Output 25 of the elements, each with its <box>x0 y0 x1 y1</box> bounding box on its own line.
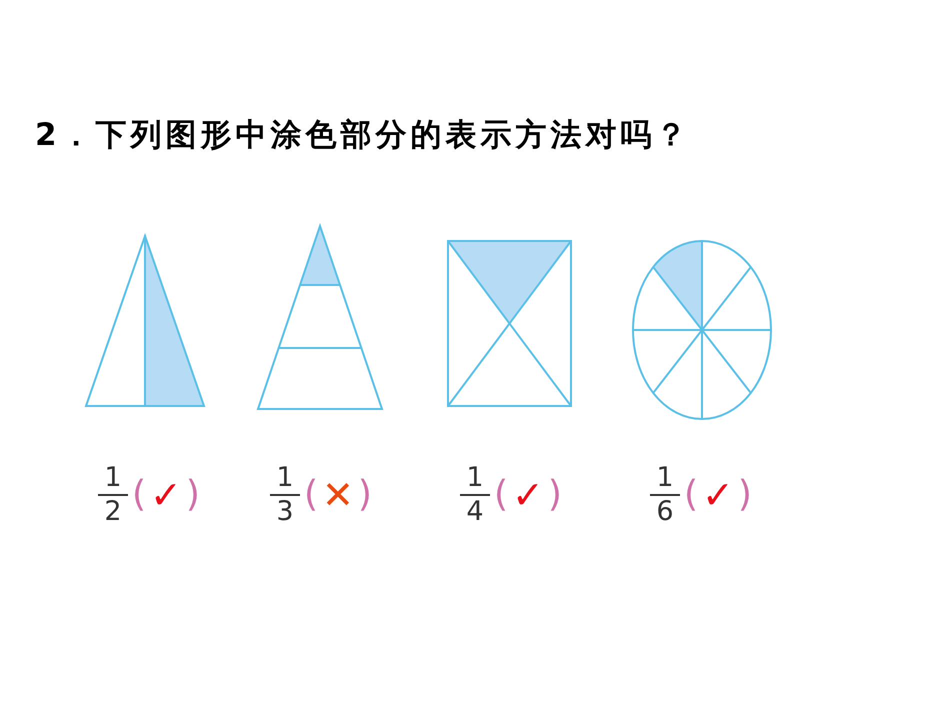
denominator: 2 <box>104 496 122 528</box>
numerator: 1 <box>276 462 294 494</box>
parenthesis: ( <box>132 473 146 517</box>
answer-mark: ✕ <box>322 472 354 518</box>
fraction-shape-drawing <box>257 225 383 410</box>
fraction-shape-drawing <box>85 235 205 407</box>
answer-mark: ✓ <box>702 472 734 518</box>
parenthesis: ( <box>304 473 318 517</box>
answer-mark: ✓ <box>150 472 182 518</box>
numerator: 1 <box>104 462 122 494</box>
parenthesis: ) <box>738 473 752 517</box>
question-title: 2．下列图形中涂色部分的表示方法对吗？ <box>35 116 691 155</box>
parenthesis: ( <box>684 473 698 517</box>
fraction-shape-drawing <box>632 240 772 420</box>
parenthesis: ) <box>548 473 562 517</box>
denominator: 4 <box>466 496 484 528</box>
denominator: 3 <box>276 496 294 528</box>
numerator: 1 <box>656 462 674 494</box>
numerator: 1 <box>466 462 484 494</box>
parenthesis: ) <box>358 473 372 517</box>
parenthesis: ) <box>186 473 200 517</box>
parenthesis: ( <box>494 473 508 517</box>
fraction-shape-drawing <box>447 240 572 407</box>
answer-mark: ✓ <box>512 472 544 518</box>
denominator: 6 <box>656 496 674 528</box>
